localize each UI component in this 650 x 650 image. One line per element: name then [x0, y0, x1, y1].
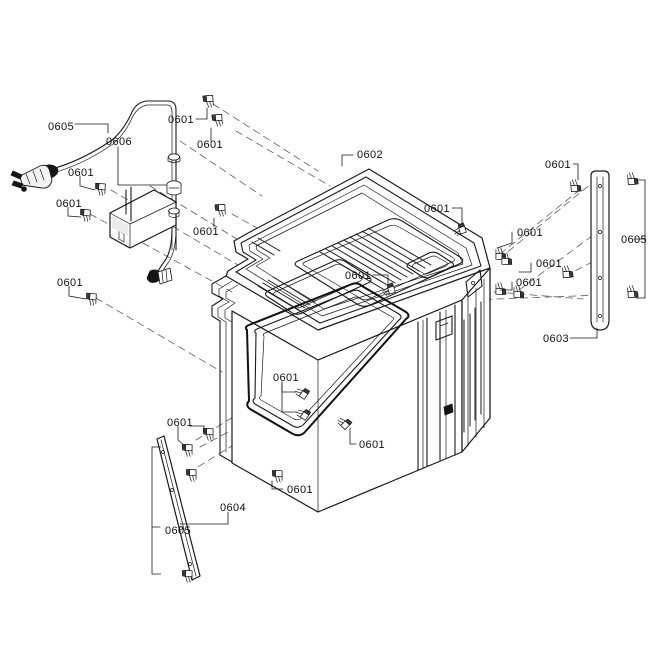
terminal-junction-box	[109, 186, 180, 249]
right-panel-vent-slots	[463, 301, 482, 433]
label-0606-cord-clamp: 0606	[106, 136, 132, 148]
right-mounting-bracket-0603	[590, 170, 610, 331]
power-plug	[10, 164, 59, 192]
label-0601-screw-r2: 0601	[517, 227, 543, 239]
label-0601-screw-bl1: 0601	[167, 417, 193, 429]
label-0605-bottom-group: 0605	[165, 525, 191, 537]
top-panel-0602	[225, 168, 491, 331]
leader-lines	[67, 107, 646, 575]
top-panel-ribs-secondary	[257, 276, 316, 312]
top-panel-ribs-edge	[251, 237, 281, 256]
label-0601-screw-r4: 0601	[516, 277, 542, 289]
part-number-labels: 0605 0606 0601 0601 0601 0601 0601 0601 …	[48, 114, 647, 537]
label-0601-screw-l1: 0601	[68, 167, 94, 179]
label-0603-right-bracket: 0603	[543, 333, 569, 345]
label-0601-screw-l2: 0601	[56, 198, 82, 210]
oven-cabinet-body	[211, 168, 491, 513]
label-0601-screw-l3: 0601	[193, 226, 219, 238]
power-cord-assembly-0605	[10, 100, 182, 285]
label-0601-screw-r3: 0601	[536, 258, 562, 270]
cabinet-right-side-panel	[461, 267, 491, 453]
cord-end-connector	[146, 267, 173, 285]
label-0601-screw-tl2: 0601	[197, 139, 223, 151]
label-0601-screw-t1: 0601	[424, 203, 450, 215]
label-0601-screw-f1: 0601	[273, 372, 299, 384]
label-0601-screw-c1: 0601	[345, 270, 371, 282]
label-0601-screw-tl1: 0601	[168, 114, 194, 126]
label-0602-top-panel: 0602	[357, 149, 383, 161]
top-panel-ribs	[319, 227, 432, 290]
label-0605-power-cord: 0605	[48, 121, 74, 133]
label-0601-screw-r1: 0601	[545, 159, 571, 171]
label-0601-screw-l4: 0601	[57, 277, 83, 289]
label-0605-right-group: 0605	[621, 234, 647, 246]
label-0601-screw-b1: 0601	[287, 484, 313, 496]
cabinet-rear-edges	[461, 267, 491, 453]
bottom-mounting-bracket-0604	[156, 435, 201, 581]
cord-clamp-0606	[166, 153, 182, 196]
cabinet-interior-lines	[231, 299, 463, 513]
label-0604-bottom-bracket: 0604	[220, 502, 246, 514]
label-0601-screw-f2: 0601	[359, 439, 385, 451]
